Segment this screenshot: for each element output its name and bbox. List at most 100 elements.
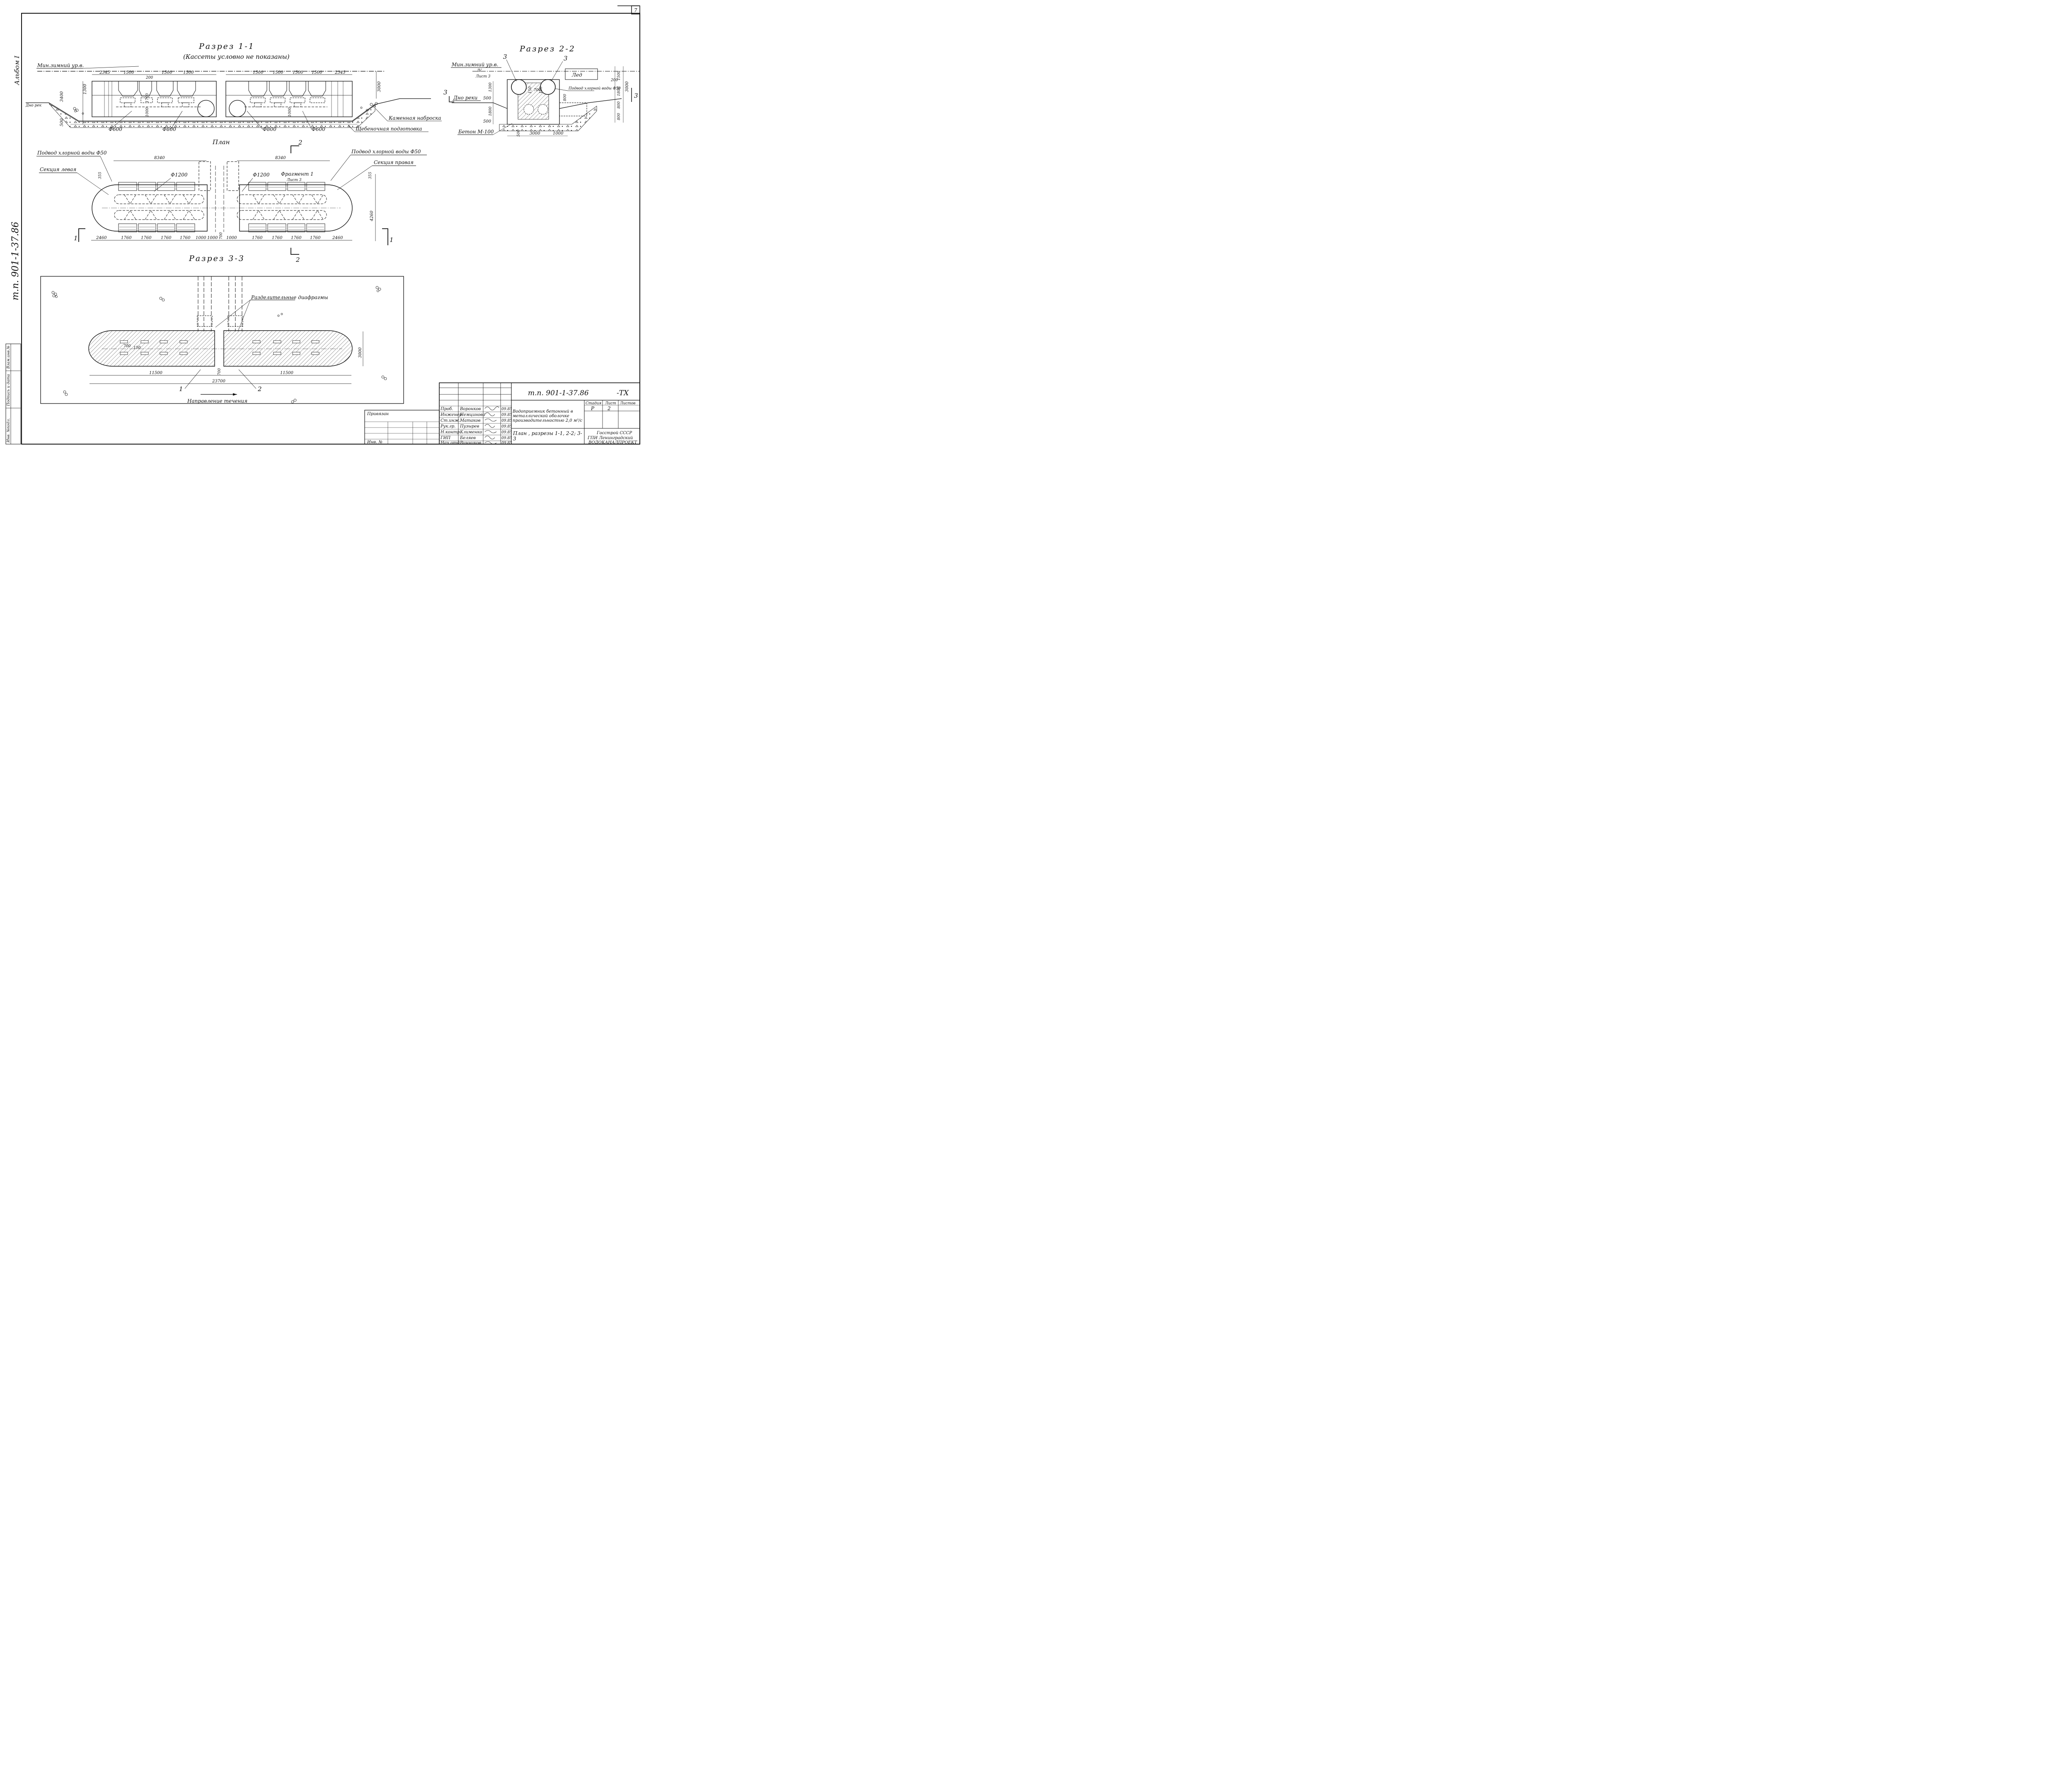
s22-cut-left: 3 bbox=[443, 89, 448, 96]
s22-dim-right-5: 800 bbox=[617, 102, 621, 109]
plan-fragment: Фрагмент 1 bbox=[281, 171, 314, 177]
s33-diaphragm: Разделительные диафрагмы bbox=[251, 295, 328, 300]
plan-dim-4260: 4260 bbox=[370, 210, 374, 222]
plan-cut-1-left: 1 bbox=[74, 234, 78, 242]
tb-role-2: Инженер bbox=[440, 413, 462, 417]
tb-date-1: 09.85 bbox=[501, 407, 512, 411]
plan-cut-1-right: 1 bbox=[390, 236, 394, 244]
section-2-2-title: Разрез 2-2 bbox=[519, 44, 576, 53]
plan-title: План bbox=[212, 138, 230, 146]
tb-name-1: Воронков bbox=[460, 407, 481, 411]
s11-dim-left-3: 500 bbox=[60, 118, 64, 126]
tb-sheets-label: Листов bbox=[620, 401, 636, 406]
s11-dim-top-8: 1500 bbox=[293, 70, 303, 75]
tb-date-4: 09.85 bbox=[501, 425, 512, 429]
s33-dim-150: 150 bbox=[133, 346, 140, 350]
s11-dim-left-2: 1300 bbox=[83, 84, 87, 94]
s11-dim-top-6: 1500 bbox=[253, 70, 264, 75]
tb-role-1: Проб. bbox=[440, 407, 453, 411]
s22-water-level: Мин.зимний ур.в. bbox=[451, 62, 498, 68]
s11-pipe-1: Ф600 bbox=[109, 126, 122, 132]
s22-sheet-ref: Лист 3 bbox=[475, 75, 491, 79]
s33-dim-right: 11500 bbox=[280, 371, 293, 375]
tb-sheet-label: Лист bbox=[605, 401, 616, 406]
plan-cut-2-top: 2 bbox=[298, 139, 303, 146]
tb-bound: Привязан bbox=[367, 412, 389, 416]
tb-name-6: Беляев bbox=[460, 436, 476, 440]
stamp-sign: Подпись и дата bbox=[7, 374, 11, 406]
s22-ref-2: 3 bbox=[564, 55, 568, 62]
tb-date-3: 09.85 bbox=[501, 419, 512, 423]
s11-dim-top-4: 1500 bbox=[162, 70, 172, 75]
tb-name-7: Винников bbox=[460, 441, 481, 445]
tb-stage-label: Стадия bbox=[586, 401, 601, 406]
s22-dim-right-3: 3000 bbox=[625, 81, 629, 92]
plan-dim-b6: 1000 bbox=[196, 236, 206, 240]
plan-dim-b8: 700 bbox=[219, 232, 223, 239]
plan-dim-355-right: 355 bbox=[368, 172, 373, 179]
tb-description: Водоприемник бетонный в металлической об… bbox=[513, 409, 583, 423]
s11-dim-right: 3000 bbox=[377, 81, 382, 92]
tb-role-3: Ст.инж. bbox=[441, 418, 460, 423]
title-block bbox=[364, 382, 640, 445]
s11-dim-left-1: 3400 bbox=[60, 91, 64, 102]
tb-org-3: ВОДОКАНАЛПРОЕКТ bbox=[588, 440, 638, 445]
tb-role-4: Рук.гр. bbox=[440, 424, 455, 429]
tb-name-4: Пузырев bbox=[460, 424, 479, 429]
water-level-label: Мин.зимний ур.в. bbox=[37, 63, 84, 68]
album-label: Альбом I bbox=[13, 56, 21, 85]
plan-dim-b9: 1000 bbox=[226, 236, 237, 240]
s22-river-bottom: Дно реки bbox=[453, 95, 477, 101]
callout-rock-fill: Каменная наброска bbox=[388, 115, 441, 121]
s22-dim-right-4: 1800 bbox=[617, 87, 621, 96]
sheet-number: 7 bbox=[634, 7, 637, 13]
s22-dim-bottom-3: 1000 bbox=[553, 131, 564, 136]
river-bottom-label: Дно рек bbox=[25, 104, 42, 108]
section-1-1: Разрез 1-1 (Кассеты условно не показаны)… bbox=[25, 42, 442, 132]
section-3-3: Разрез 3-3 Разделительные диафрагмы bbox=[40, 254, 404, 404]
plan-cut-2-bottom: 2 bbox=[295, 256, 300, 263]
tb-name-3: Матаков bbox=[460, 418, 481, 423]
tb-role-5: Н.контр. bbox=[440, 430, 461, 435]
section-2-2: Разрез 2-2 Мин.зимний ур.в. IV Лист 3 Ле… bbox=[443, 44, 640, 137]
tb-sheet: 2 bbox=[607, 406, 611, 411]
s11-dim-top-2: 1500 bbox=[123, 70, 134, 75]
s22-cut-right: 3 bbox=[634, 92, 638, 99]
section-1-1-subtitle: (Кассеты условно не показаны) bbox=[183, 53, 290, 60]
s33-dim-total: 23700 bbox=[212, 379, 225, 384]
stamp-replace: Взам.инв.№ bbox=[7, 346, 11, 369]
s33-dim-height: 3000 bbox=[358, 347, 363, 358]
tb-suffix: -ТХ bbox=[617, 389, 629, 397]
tb-stage: Р bbox=[591, 406, 595, 411]
tb-name-5: Клименко bbox=[460, 430, 482, 435]
plan-dim-b12: 1760 bbox=[291, 236, 302, 240]
s22-supply: Подвод хлорной воды Ф50 bbox=[568, 87, 621, 91]
s22-ref-1: 3 bbox=[503, 53, 507, 60]
s22-dim-right-1: 1500 bbox=[617, 71, 621, 80]
s11-dim-top-1: 2345 bbox=[99, 70, 110, 75]
margin-doc-code: т.п. 901-1-37.86 bbox=[10, 222, 21, 300]
s22-dim-left-4: 500 bbox=[483, 119, 491, 124]
s22-dim-right-2: 200 bbox=[610, 78, 618, 82]
plan-supply-left: Подвод хлорной воды Ф50 bbox=[37, 150, 107, 156]
plan-dim-355-left: 355 bbox=[98, 172, 102, 179]
s33-ref-2: 2 bbox=[257, 385, 262, 393]
tb-role-6: ГИП bbox=[440, 436, 450, 440]
plan-dim-b13: 1760 bbox=[310, 236, 321, 240]
tb-date-7: 09.85 bbox=[501, 441, 512, 445]
plan-dim-b14: 2460 bbox=[332, 236, 343, 240]
s33-dim-gap: 700 bbox=[218, 368, 222, 375]
plan-pipe-left: Ф1200 bbox=[171, 172, 188, 178]
s33-dim-left: 11500 bbox=[149, 371, 162, 375]
tb-signatures bbox=[484, 406, 499, 445]
plan-pipe-right: Ф1200 bbox=[253, 172, 270, 178]
s11-pipe-4: Ф600 bbox=[312, 126, 325, 132]
plan-width-left: 8340 bbox=[154, 156, 165, 160]
plan-dim-b7: 1000 bbox=[207, 236, 218, 240]
s11-dim-top-5: 1500 bbox=[183, 70, 194, 75]
tb-inv: Инв. № bbox=[367, 440, 382, 445]
stamp-inv: Инв. №подл. bbox=[7, 418, 11, 443]
s22-dim-left-2: 500 bbox=[483, 96, 491, 101]
tb-sheet-name: План , разрезы 1-1, 2-2; 3-3 bbox=[513, 431, 582, 442]
sheet-frame bbox=[5, 5, 640, 445]
